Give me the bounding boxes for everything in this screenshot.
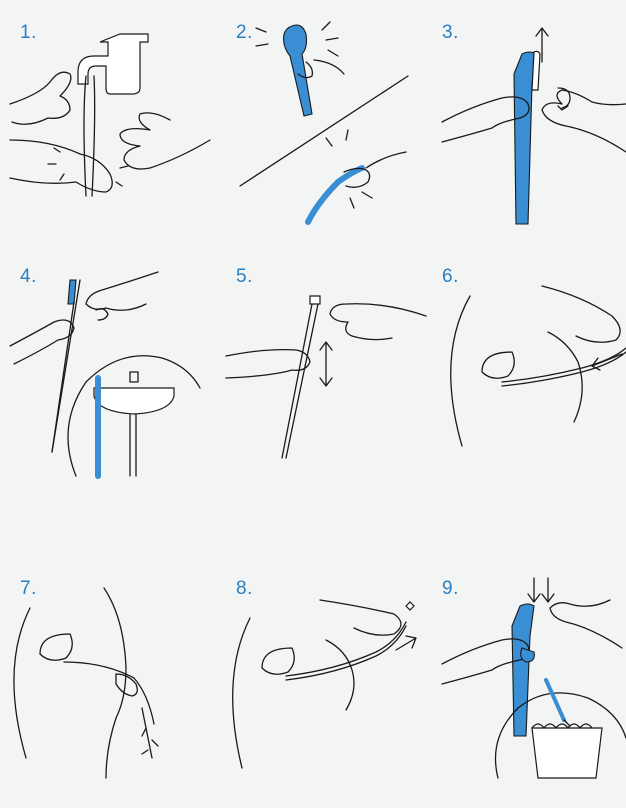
step-7: 7.: [20, 578, 220, 808]
hang-package-icon: [20, 266, 220, 476]
open-package-icon: [442, 22, 626, 222]
prepare-catheter-icon: [236, 266, 426, 466]
drain-urine-icon: [20, 578, 220, 778]
step-9: 9.: [442, 578, 626, 808]
step-6: 6.: [442, 266, 626, 496]
dispose-catheter-icon: [442, 578, 626, 778]
step-3: 3.: [442, 22, 626, 252]
insert-catheter-icon: [442, 266, 626, 466]
remove-catheter-icon: [236, 578, 426, 778]
step-1: 1.: [20, 22, 220, 252]
step-2: 2.: [236, 22, 436, 252]
step-4: 4.: [20, 266, 220, 496]
catheter-package-icon: [236, 22, 436, 222]
step-8: 8.: [236, 578, 436, 808]
step-5: 5.: [236, 266, 436, 496]
hand-washing-icon: [20, 22, 220, 222]
